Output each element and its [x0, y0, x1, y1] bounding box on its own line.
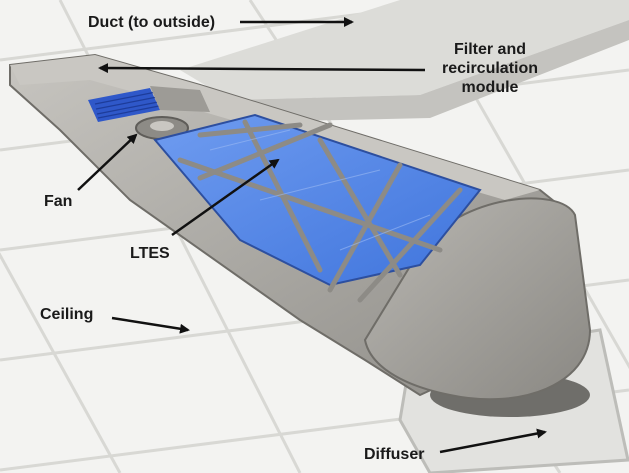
- filter-label-line-1: Filter and: [453, 41, 526, 58]
- ceiling-arrow: [111, 316, 190, 334]
- ltes-label: LTES: [130, 245, 170, 262]
- ltes-arrow: [171, 158, 280, 237]
- filter-arrow: [98, 63, 426, 74]
- duct-label: Duct (to outside): [88, 14, 216, 31]
- ltes-panels: [153, 113, 482, 303]
- filter-label-line-2: recirculation: [441, 60, 539, 78]
- fan-arrow: [77, 133, 138, 191]
- callout-arrows: [77, 17, 547, 454]
- diffuser-arrow: [439, 428, 547, 454]
- filter-module: [88, 86, 210, 122]
- fan-label: Fan: [44, 193, 73, 210]
- diffuser-label: Diffuser: [364, 446, 425, 463]
- ceiling-label: Ceiling: [40, 306, 94, 323]
- filter-module-label: Filter and recirculation module: [420, 40, 560, 98]
- filter-label-line-3: module: [461, 79, 519, 97]
